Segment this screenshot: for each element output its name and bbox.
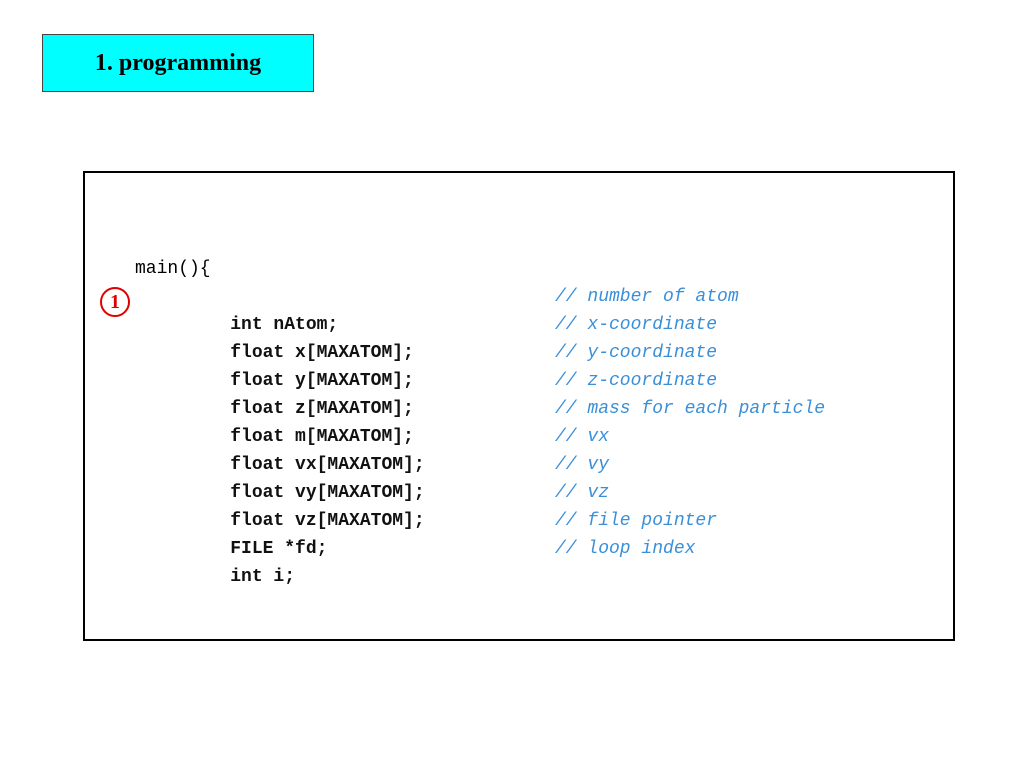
code-statement: float z[MAXATOM]; [230, 399, 414, 419]
code-comment: // z-coordinate [555, 371, 718, 391]
code-comment: // file pointer [555, 511, 718, 531]
code-block: main(){ 1 int nAtom; // number of atom f… [83, 171, 955, 641]
code-statement: float vx[MAXATOM]; [230, 455, 425, 475]
code-comment: // number of atom [555, 287, 739, 307]
code-line: int i; // loop index [187, 535, 695, 647]
code-line: float vz[MAXATOM]; // vz [187, 479, 609, 591]
code-statement: int i; [230, 567, 296, 587]
code-statement: int nAtom; [230, 315, 339, 335]
code-statement: float y[MAXATOM]; [230, 371, 414, 391]
code-line: float x[MAXATOM]; // x-coordinate [187, 311, 717, 423]
code-header: main(){ [135, 259, 211, 279]
code-comment: // y-coordinate [555, 343, 718, 363]
code-statement: FILE *fd; [230, 539, 328, 559]
section-title: 1. programming [42, 34, 314, 92]
code-comment: // x-coordinate [555, 315, 718, 335]
code-comment: // mass for each particle [555, 399, 826, 419]
step-marker-badge: 1 [100, 287, 130, 317]
code-line: float m[MAXATOM]; // mass for each parti… [187, 395, 825, 507]
code-line: int nAtom; // number of atom [187, 283, 738, 395]
code-line: float y[MAXATOM]; // y-coordinate [187, 339, 717, 451]
code-line: float vx[MAXATOM]; // vx [187, 423, 609, 535]
code-statement: float x[MAXATOM]; [230, 343, 414, 363]
code-statement: float vy[MAXATOM]; [230, 483, 425, 503]
code-comment: // vy [555, 455, 610, 475]
code-comment: // loop index [555, 539, 696, 559]
code-line: float vy[MAXATOM]; // vy [187, 451, 609, 563]
code-statement: float vz[MAXATOM]; [230, 511, 425, 531]
code-line: float z[MAXATOM]; // z-coordinate [187, 367, 717, 479]
code-comment: // vz [555, 483, 610, 503]
code-line: FILE *fd; // file pointer [187, 507, 717, 619]
code-comment: // vx [555, 427, 610, 447]
code-statement: float m[MAXATOM]; [230, 427, 414, 447]
